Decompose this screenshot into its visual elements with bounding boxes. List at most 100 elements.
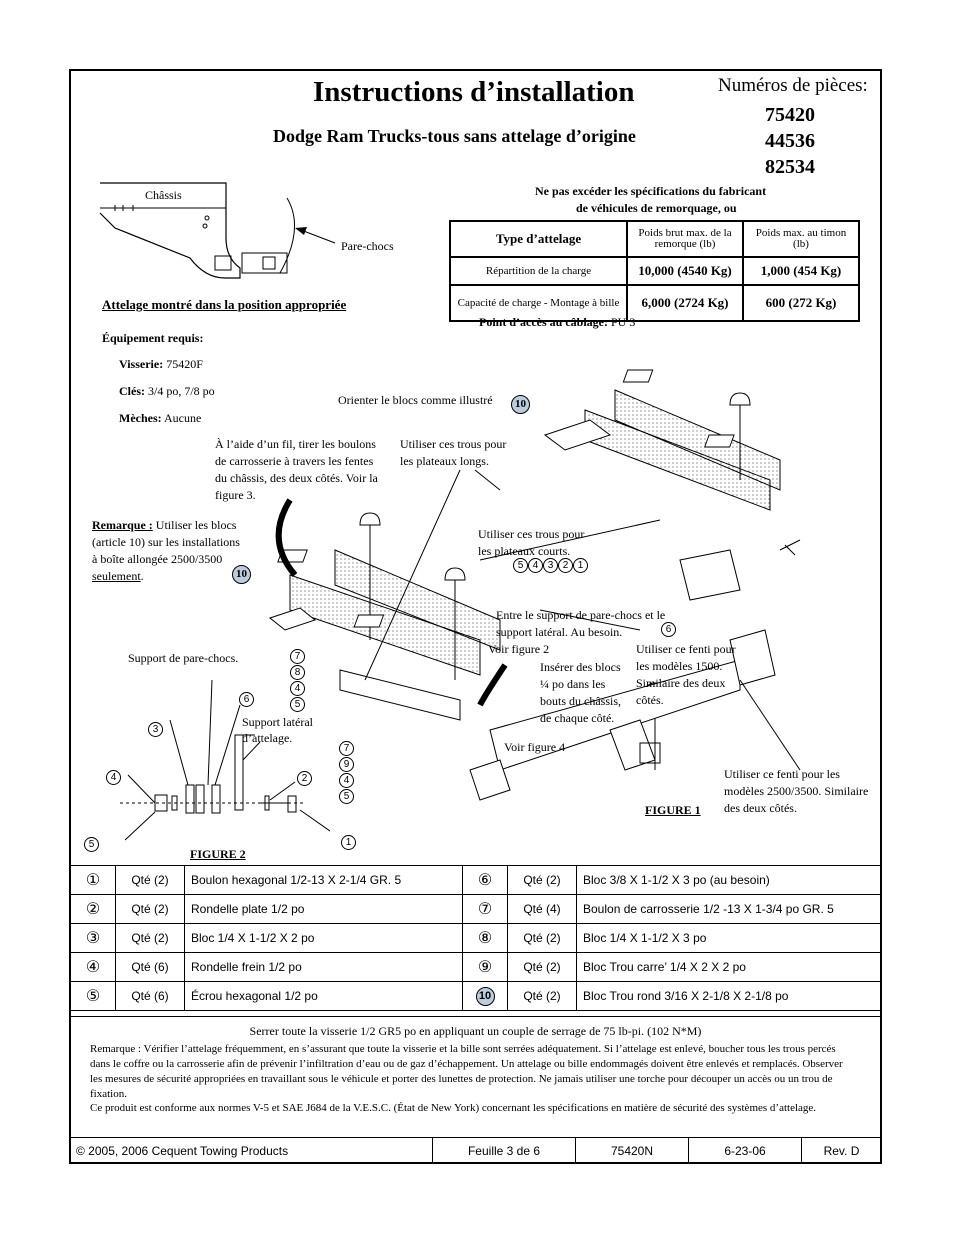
part-number: 44536	[765, 130, 815, 152]
chassis-label: Châssis	[145, 188, 182, 202]
wiring-label: Point d’accès au câblage:	[479, 315, 608, 329]
footer-copyright: © 2005, 2006 Cequent Towing Products	[70, 1137, 433, 1164]
page-subtitle: Dodge Ram Trucks-tous sans attelage d’or…	[273, 126, 636, 146]
callout-number: 10	[511, 395, 530, 414]
table-row: ⑤ Qté (6) Écrou hexagonal 1/2 po 10 Qté …	[70, 981, 881, 1011]
equipment-heading: Équipement requis:	[102, 331, 204, 345]
item-desc: Bloc Trou carre’ 1/4 X 2 X 2 po	[576, 952, 881, 982]
item-qty: Qté (4)	[507, 894, 577, 924]
wiring-value: PU 3	[610, 315, 636, 329]
item-number: ⑥	[462, 865, 508, 895]
warning-line-1: Ne pas excéder les spécifications du fab…	[535, 184, 767, 198]
row-type: Répartition de la charge	[449, 256, 628, 286]
table-row: ① Qté (2) Boulon hexagonal 1/2-13 X 2-1/…	[70, 865, 881, 895]
marker-3: 3	[148, 722, 163, 737]
callout-orient-blocks: Orienter le blocs comme illustré	[338, 393, 493, 407]
footer-doc-number: 75420N	[575, 1137, 689, 1164]
footer-date: 6-23-06	[688, 1137, 802, 1164]
marker-2: 2	[297, 771, 312, 786]
remark-blocks: Remarque : Utiliser les blocs (article 1…	[92, 518, 240, 583]
table-row: ③ Qté (2) Bloc 1/4 X 1-1/2 X 2 po ⑧ Qté …	[70, 923, 881, 953]
marker-9: 9	[339, 757, 354, 772]
marker-4: 4	[339, 773, 354, 788]
item-qty: Qté (2)	[115, 865, 185, 895]
hardware-label: Visserie:	[119, 357, 164, 371]
table-row: ② Qté (2) Rondelle plate 1/2 po ⑦ Qté (4…	[70, 894, 881, 924]
callout-fish-wire: À l’aide d’un fil, tirer les boulons de …	[215, 437, 378, 502]
safety-remark: Remarque : Vérifier l’attelage fréquemme…	[90, 1043, 843, 1100]
part-number: 82534	[765, 156, 815, 178]
item-qty: Qté (2)	[507, 981, 577, 1011]
item-desc: Bloc 1/4 X 1-1/2 X 3 po	[576, 923, 881, 953]
table-row: ④ Qté (6) Rondelle frein 1/2 po ⑨ Qté (2…	[70, 952, 881, 982]
part-numbers-label: Numéros de pièces:	[718, 75, 868, 96]
item-qty: Qté (6)	[115, 952, 185, 982]
bits-label: Mèches:	[119, 411, 162, 425]
item-number: ⑦	[462, 894, 508, 924]
figure-2-exploded-view	[120, 679, 330, 841]
notes-divider	[70, 1016, 881, 1017]
capacity-table: Type d’attelage Poids brut max. de la re…	[449, 220, 860, 322]
col-gross-weight: Poids brut max. de la remorque (lb)	[626, 220, 744, 258]
item-qty: Qté (2)	[507, 952, 577, 982]
marker-2: 2	[558, 558, 573, 573]
item-qty: Qté (2)	[507, 865, 577, 895]
item-desc: Bloc 3/8 X 1-1/2 X 3 po (au besoin)	[576, 865, 881, 895]
marker-8: 8	[290, 665, 305, 680]
footer-bar: © 2005, 2006 Cequent Towing Products Feu…	[70, 1137, 881, 1164]
item-qty: Qté (6)	[115, 981, 185, 1011]
item-desc: Bloc Trou rond 3/16 X 2-1/8 X 2-1/8 po	[576, 981, 881, 1011]
equipment-keys: Clés: 3/4 po, 7/8 po	[119, 384, 215, 398]
figure-2-label: FIGURE 2	[190, 847, 246, 861]
marker-4: 4	[106, 770, 121, 785]
marker-6: 6	[661, 622, 676, 637]
warning-line-2: de véhicules de remorquage, ou	[576, 201, 737, 215]
callout-between-supports: Entre le support de pare-chocs et le sup…	[496, 608, 666, 639]
item-number: ③	[70, 923, 116, 953]
callout-long-plates: Utiliser ces trous pour les plateaux lon…	[400, 437, 507, 468]
marker-5: 5	[339, 789, 354, 804]
item-qty: Qté (2)	[115, 923, 185, 953]
bits-value: Aucune	[164, 411, 202, 425]
item-number: ②	[70, 894, 116, 924]
row-type: Capacité de charge - Montage à bille	[449, 284, 628, 322]
item-number: 10	[462, 981, 508, 1011]
item-number: ⑨	[462, 952, 508, 982]
marker-5: 5	[513, 558, 528, 573]
col-hitch-type: Type d’attelage	[449, 220, 628, 258]
part-number: 75420	[765, 104, 815, 126]
marker-3: 3	[543, 558, 558, 573]
remark-label: Remarque :	[92, 518, 153, 532]
item-number: ⑤	[70, 981, 116, 1011]
compliance-note: Ce produit est conforme aux normes V-5 e…	[90, 1102, 817, 1114]
callout-insert-blocks: Insérer des blocs ¼ po dans les bouts du…	[540, 660, 621, 725]
bumper-label: Pare-chocs	[341, 239, 394, 253]
item-number-10: 10	[475, 987, 495, 1006]
item-number: ①	[70, 865, 116, 895]
equipment-bits: Mèches: Aucune	[119, 411, 201, 425]
item-desc: Rondelle plate 1/2 po	[184, 894, 463, 924]
item-qty: Qté (2)	[507, 923, 577, 953]
marker-4: 4	[290, 681, 305, 696]
row-gross: 10,000 (4540 Kg)	[626, 256, 744, 286]
hitch-position-sketch	[99, 182, 336, 279]
item-desc: Boulon hexagonal 1/2-13 X 2-1/4 GR. 5	[184, 865, 463, 895]
item-desc: Rondelle frein 1/2 po	[184, 952, 463, 982]
marker-4: 4	[528, 558, 543, 573]
callout-number: 10	[232, 565, 251, 584]
item-number: ④	[70, 952, 116, 982]
marker-6: 6	[239, 692, 254, 707]
torque-note: Serrer toute la visserie 1/2 GR5 po en a…	[249, 1024, 702, 1038]
item-qty: Qté (2)	[115, 894, 185, 924]
marker-5: 5	[290, 697, 305, 712]
remark-only: seulement	[92, 569, 141, 583]
callout-bumper-support: Support de pare-chocs.	[128, 651, 239, 665]
marker-5: 5	[84, 837, 99, 852]
callout-see-fig2: Voir figure 2	[488, 642, 550, 656]
equipment-hardware: Visserie: 75420F	[119, 357, 203, 371]
figure-1-label: FIGURE 1	[645, 803, 701, 817]
hardware-value: 75420F	[166, 357, 203, 371]
parts-list-table: ① Qté (2) Boulon hexagonal 1/2-13 X 2-1/…	[70, 865, 881, 1011]
keys-value: 3/4 po, 7/8 po	[148, 384, 215, 398]
row-tongue: 1,000 (454 Kg)	[742, 256, 860, 286]
